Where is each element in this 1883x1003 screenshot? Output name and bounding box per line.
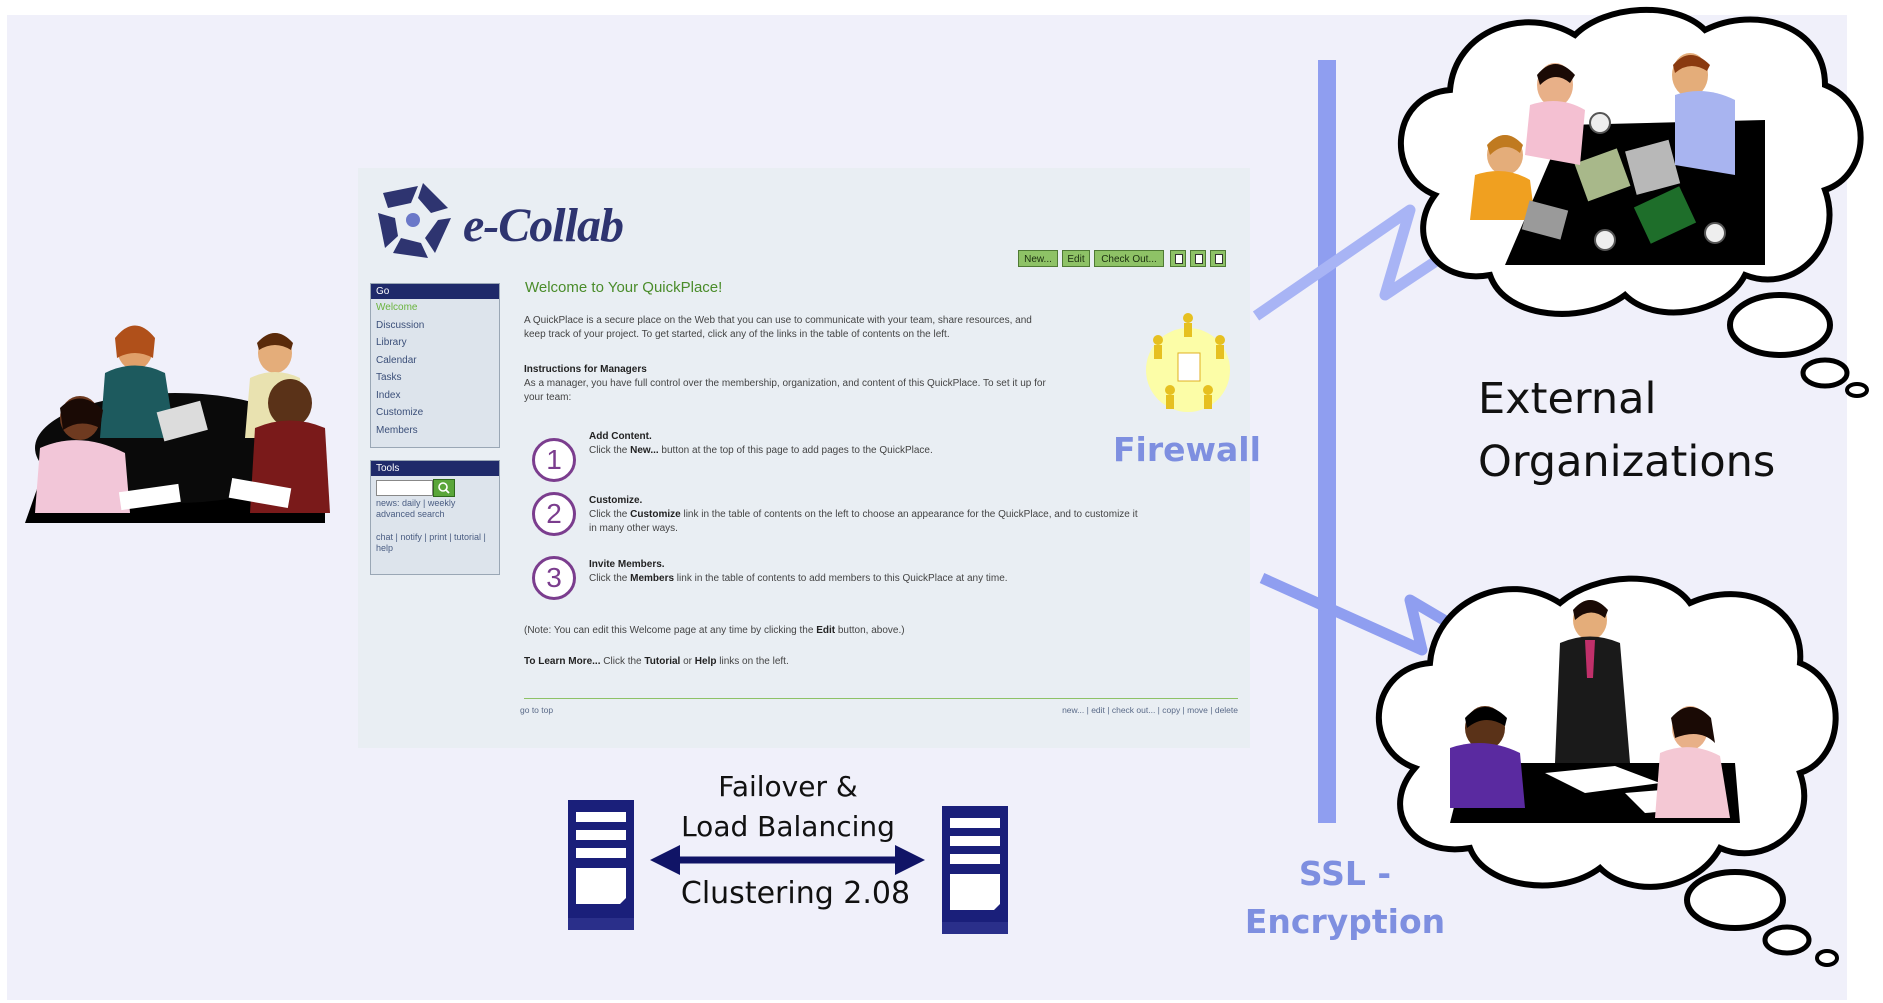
note-text: (Note: You can edit this Welcome page at… [524,625,905,636]
external-org-cloud-bottom [1375,575,1839,967]
step-3-circle: 3 [532,556,576,600]
firewall-label: Firewall [1113,430,1261,469]
search-button[interactable] [433,479,455,497]
tools-panel: Tools news: daily | weekly advanced sear… [370,460,500,575]
failover-load-balancing-label: Failover & Load Balancing [681,770,895,843]
step-2-circle: 2 [532,492,576,536]
clustering-label: Clustering 2.08 [680,876,911,911]
check-out-button[interactable]: Check Out... [1094,250,1164,267]
move-icon[interactable] [1190,250,1206,267]
news-links[interactable]: news: daily | weekly [376,498,456,508]
nav-item-welcome[interactable]: Welcome [376,302,418,313]
step-3-text: Invite Members. Click the Members link i… [589,559,1008,584]
step-1-text: Add Content. Click the New... button at … [589,431,933,456]
tools-panel-header: Tools [371,461,499,476]
server-left-icon [568,800,634,930]
external-organizations-label: External Organizations [1478,374,1776,487]
nav-item-tasks[interactable]: Tasks [376,372,402,383]
go-panel-header: Go [371,284,499,299]
nav-item-library[interactable]: Library [376,337,407,348]
new-button[interactable]: New... [1018,250,1058,267]
firewall-bar [1318,60,1336,823]
footer-actions[interactable]: new... | edit | check out... | copy | mo… [1062,705,1238,715]
people-network-icon [1146,313,1230,412]
failover-double-arrow [650,845,925,875]
manager-instructions: Instructions for Managers As a manager, … [524,364,1046,403]
go-to-top-link[interactable]: go to top [520,705,554,715]
go-panel: Go Welcome Discussion Library Calendar T… [370,283,500,448]
nav-item-index[interactable]: Index [376,389,401,401]
advanced-search-link[interactable]: advanced search [376,509,445,519]
nav-item-customize[interactable]: Customize [376,407,424,418]
app-logo-text: e-Collab [463,199,624,252]
chat-notify-links[interactable]: chat | notify | print | tutorial | [376,532,486,542]
delete-icon[interactable] [1210,250,1226,267]
intro-text: A QuickPlace is a secure place on the We… [524,315,1032,340]
nav-item-calendar[interactable]: Calendar [376,354,417,366]
nav-item-discussion[interactable]: Discussion [376,319,425,331]
internal-team-clipart [25,325,330,523]
e-collab-logo-icon [378,183,451,258]
learn-more-text: To Learn More... Click the Tutorial or H… [524,656,789,667]
quickplace-screenshot: e-Collab New... Edit Check Out... Go Wel… [358,168,1250,748]
nav-item-members[interactable]: Members [376,424,418,436]
search-input[interactable] [376,480,433,496]
copy-icon[interactable] [1170,250,1186,267]
external-org-cloud-top [1398,6,1869,398]
edit-button[interactable]: Edit [1062,250,1090,267]
help-link[interactable]: help [376,543,394,553]
step-1-circle: 1 [532,438,576,482]
step-2-text: Customize. Click the Customize link in t… [589,495,1138,534]
welcome-title: Welcome to Your QuickPlace! [525,279,723,296]
search-icon [438,482,450,494]
footer-divider [524,698,1238,699]
server-right-icon [942,806,1008,934]
ssl-encryption-label: SSL - Encryption [1244,854,1446,941]
